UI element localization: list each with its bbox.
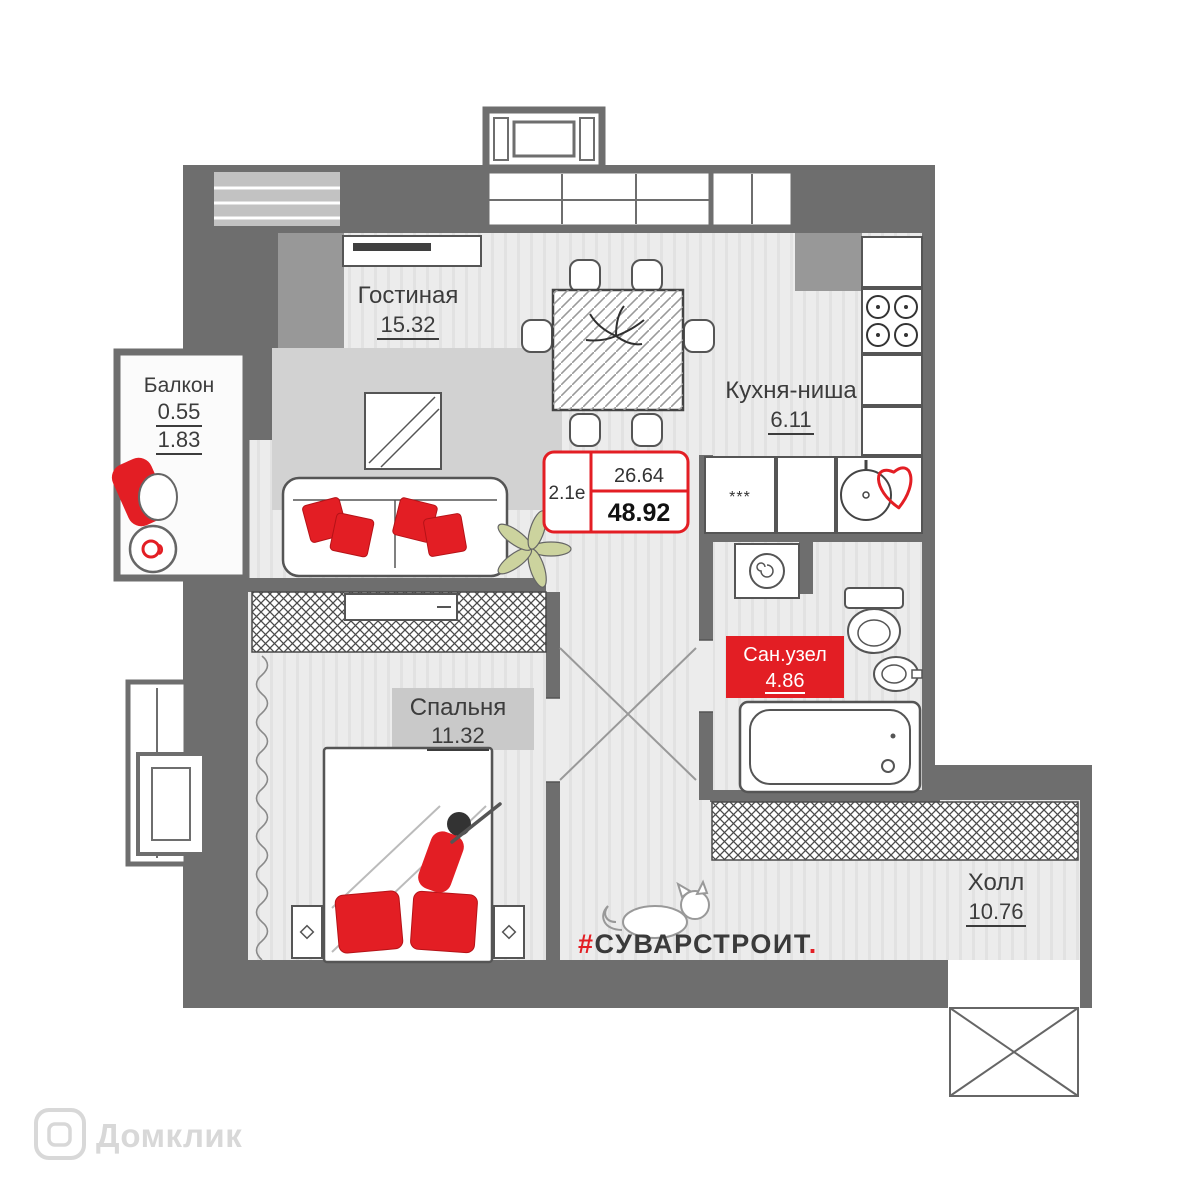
total-area-value: 48.92 [608,499,671,527]
heart-doodle-icon [877,466,913,510]
balcony [111,348,250,582]
sofa [281,476,509,578]
bedroom-label-backdrop [392,688,534,750]
coffee-cup-icon [141,539,161,559]
wall-stub-washer [799,542,813,594]
room-label-balcony: Балкон [144,374,214,397]
room-area-hall: 10.76 [968,899,1023,924]
brand-dot: . [809,929,818,959]
wardrobes [251,591,1079,861]
kitchen-counter [704,456,776,534]
living-area-value: 26.64 [614,465,664,487]
wall-hall-top [935,765,1092,800]
entrance-door [949,1007,1079,1097]
wardrobe-bedroom [251,591,547,653]
bed-pillow [410,890,478,954]
wall-left [183,165,248,1008]
bedroom [255,655,534,964]
bathroom-door-opening [699,640,713,712]
wall-right [922,165,935,800]
bathtub [738,700,922,794]
wall-hall-right [1080,765,1092,1008]
bedroom-door-opening [546,698,560,782]
door-openings [546,639,1080,1008]
toilet [844,587,904,654]
nightstand [291,905,323,959]
sofa-pillow [423,513,467,557]
room-label-bedroom: Спальня [410,694,506,721]
dining-set [521,259,715,447]
wall-mirror [364,392,442,470]
washing-machine [734,543,800,599]
kitchen: *** [704,236,923,534]
room-label-living: Гостиная [358,282,459,309]
domclick-logo-icon [34,1108,86,1160]
sofa-pillow [329,512,375,558]
pilaster-living [278,233,344,353]
cat-doodle [602,879,710,939]
dining-chair [631,413,663,447]
wall-bottom [183,960,1092,1008]
room-labels: Гостиная 15.32 Балкон 0.55 1.83 Кухня-ни… [144,282,1026,927]
watermark-label: Домклик [96,1117,242,1154]
nightstands [291,905,525,959]
bathroom-sink [873,656,923,692]
room-area-balcony-reduced: 0.55 [158,399,201,424]
tv-console [342,235,482,267]
door-swings [559,647,697,781]
bed-pillow [334,890,404,954]
room-label-kitchen: Кухня-ниша [725,377,857,404]
top-balcony-protrusion [482,106,606,172]
room-area-bathroom: 4.86 [766,670,805,692]
brand-hash: # [578,929,595,959]
nightstand [493,905,525,959]
living-room [281,235,715,588]
balcony-armchair [111,457,178,527]
curtain-wave [255,655,269,961]
dining-chair [569,413,601,447]
window-bay-left [125,679,206,867]
person-figure [418,802,502,893]
stove [861,288,923,354]
room-area-bedroom: 11.32 [431,723,484,748]
watermark: Домклик [34,1108,242,1160]
kitchen-counter [861,406,923,456]
entrance-opening [948,960,1080,1008]
wall-living-bedroom [248,578,546,592]
bathroom [734,543,923,794]
room-area-balcony-full: 1.83 [158,427,201,452]
counter-marking: *** [729,489,751,506]
floor-plant [497,510,572,588]
structural-blocks [248,233,862,440]
info-box: 2.1е 26.64 48.92 [542,450,690,534]
bathroom-label-badge: Сан.узел 4.86 [726,636,844,698]
developer-branding: #СУВАРСТРОИТ. [578,929,818,959]
kitchen-counter [861,354,923,406]
room-label-hall: Холл [968,869,1025,896]
balcony-coffee-table [128,524,178,574]
dining-chair [569,259,601,293]
room-label-bathroom: Сан.узел [743,644,826,666]
room-area-kitchen: 6.11 [770,407,811,432]
dining-chair [631,259,663,293]
dining-chair [521,319,553,353]
kitchen-counter [861,236,923,288]
vent-shaft-kitchen [795,233,862,291]
kitchen-counter [776,456,836,534]
unit-type: 2.1е [549,483,586,504]
bed [322,746,494,964]
dining-chair [683,319,715,353]
wardrobe-hall [711,801,1079,861]
table-plant [585,305,645,346]
room-area-living: 15.32 [380,312,435,337]
brand-name: СУВАРСТРОИТ [595,929,811,959]
